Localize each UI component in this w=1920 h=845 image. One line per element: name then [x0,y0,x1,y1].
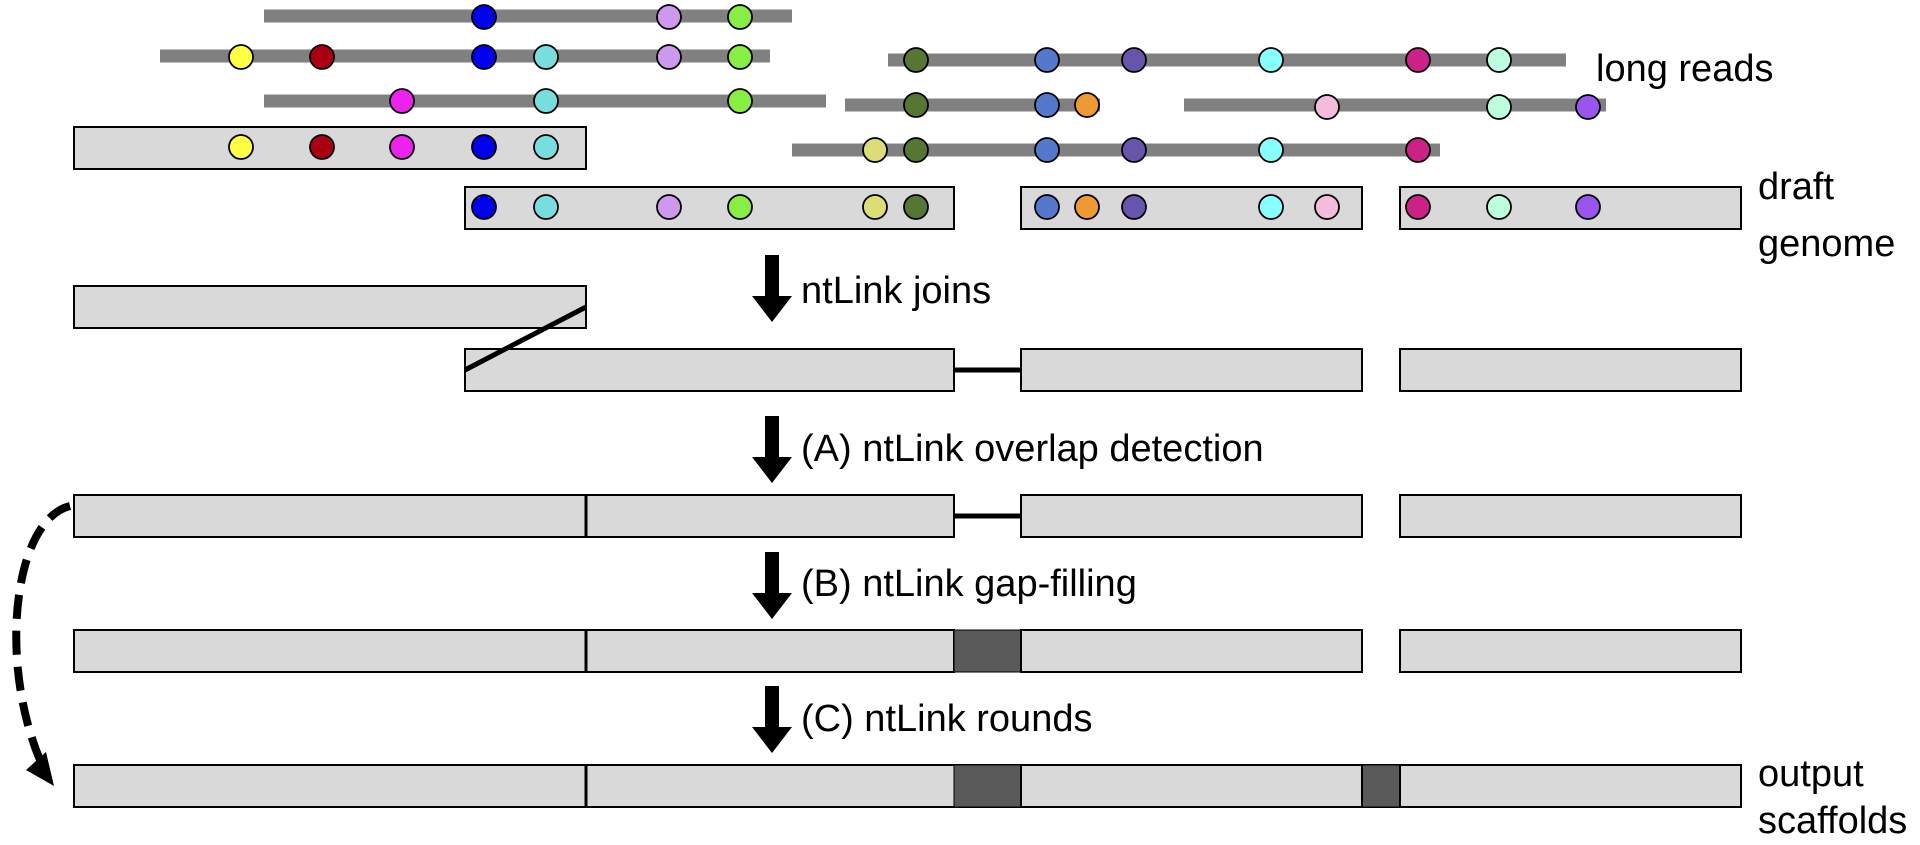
minimizer-steelblue [1034,92,1060,118]
minimizer-lime [727,4,753,30]
merged-contig [73,494,955,538]
minimizer-lime [727,194,753,220]
down-arrow-icon [752,686,792,753]
minimizer-blue [471,44,497,70]
minimizer-darkred [309,44,335,70]
minimizer-magenta [389,88,415,114]
draft-genome-label-line2: genome [1758,223,1895,265]
text-labels: long reads draft genome ntLink joins (A)… [801,48,1907,842]
minimizer-cyan [533,44,559,70]
minimizer-darkgreen [903,92,929,118]
rounds-loop-arrow [12,502,72,786]
step-arrows [752,255,792,753]
draft-genome-label-line1: draft [1758,166,1834,208]
minimizer-darkgreen [903,137,929,163]
minimizer-crimson [1405,137,1431,163]
contig-4 [1399,629,1742,673]
minimizer-cyan [533,134,559,160]
minimizer-lime [727,88,753,114]
minimizer-blue [471,194,497,220]
step-joins-label: ntLink joins [801,270,991,312]
minimizer-steelblue [1034,47,1060,73]
output-layout [73,764,1742,808]
minimizer-mint [1486,194,1512,220]
output-scaffolds-label-line2: scaffolds [1758,800,1907,842]
dashed-curve [12,502,72,762]
step-overlap-label: (A) ntLink overlap detection [801,428,1264,470]
minimizer-lilac [656,4,682,30]
contig-3 [1020,629,1363,673]
minimizer-orange [1074,92,1100,118]
filled-gap [953,629,1022,673]
minimizer-darkgreen [903,194,929,220]
minimizer-yellow [228,134,254,160]
joined-contig-1 [73,285,587,329]
minimizer-violet [1575,194,1601,220]
minimizer-crimson [1405,194,1431,220]
minimizer-mint [1486,94,1512,120]
overlap-join-line [463,304,588,373]
minimizer-orange [1074,194,1100,220]
minimizer-steelblue [1034,137,1060,163]
joined-contig-4 [1399,348,1742,392]
minimizer-aqua [1258,47,1284,73]
minimizer-darkred [309,134,335,160]
minimizer-aqua [1258,137,1284,163]
joined-contig-2 [464,348,955,392]
long-reads-label: long reads [1596,48,1773,90]
minimizer-lime [727,44,753,70]
minimizer-purple [1121,47,1147,73]
down-arrow-icon [752,416,792,483]
step-rounds-label: (C) ntLink rounds [801,698,1092,740]
minimizer-lilac [656,194,682,220]
down-arrow-icon [752,552,792,619]
minimizer-khaki [862,194,888,220]
minimizer-blue [471,4,497,30]
merged-contig [73,629,955,673]
minimizer-crimson [1405,47,1431,73]
joined-contig-3 [1020,348,1363,392]
overlap-layout [73,494,1742,538]
minimizer-pink [1314,194,1340,220]
minimizer-darkgreen [903,47,929,73]
minimizer-yellow [228,44,254,70]
minimizers [228,4,1601,220]
draft-contig-4 [1399,186,1742,230]
minimizer-purple [1121,194,1147,220]
draft-contig-3 [1020,186,1363,230]
step-gapfill-label: (B) ntLink gap-filling [801,563,1137,605]
arrowhead-icon [26,752,54,786]
minimizer-violet [1575,94,1601,120]
filled-gap [1361,764,1401,808]
minimizer-pink [1314,94,1340,120]
minimizer-aqua [1258,194,1284,220]
gapfill-layout [73,629,1742,673]
down-arrow-icon [752,255,792,322]
minimizer-cyan [533,88,559,114]
minimizer-cyan [533,194,559,220]
contig-4 [1399,494,1742,538]
minimizer-purple [1121,137,1147,163]
filled-gap [953,764,1022,808]
minimizer-blue [471,134,497,160]
contig-3 [1020,494,1363,538]
minimizer-steelblue [1034,194,1060,220]
output-scaffolds-label-line1: output [1758,753,1864,795]
minimizer-khaki [862,137,888,163]
joins-layout [73,285,1742,392]
minimizer-lilac [656,44,682,70]
minimizer-magenta [389,134,415,160]
output-scaffold [73,764,1742,808]
minimizer-mint [1486,47,1512,73]
